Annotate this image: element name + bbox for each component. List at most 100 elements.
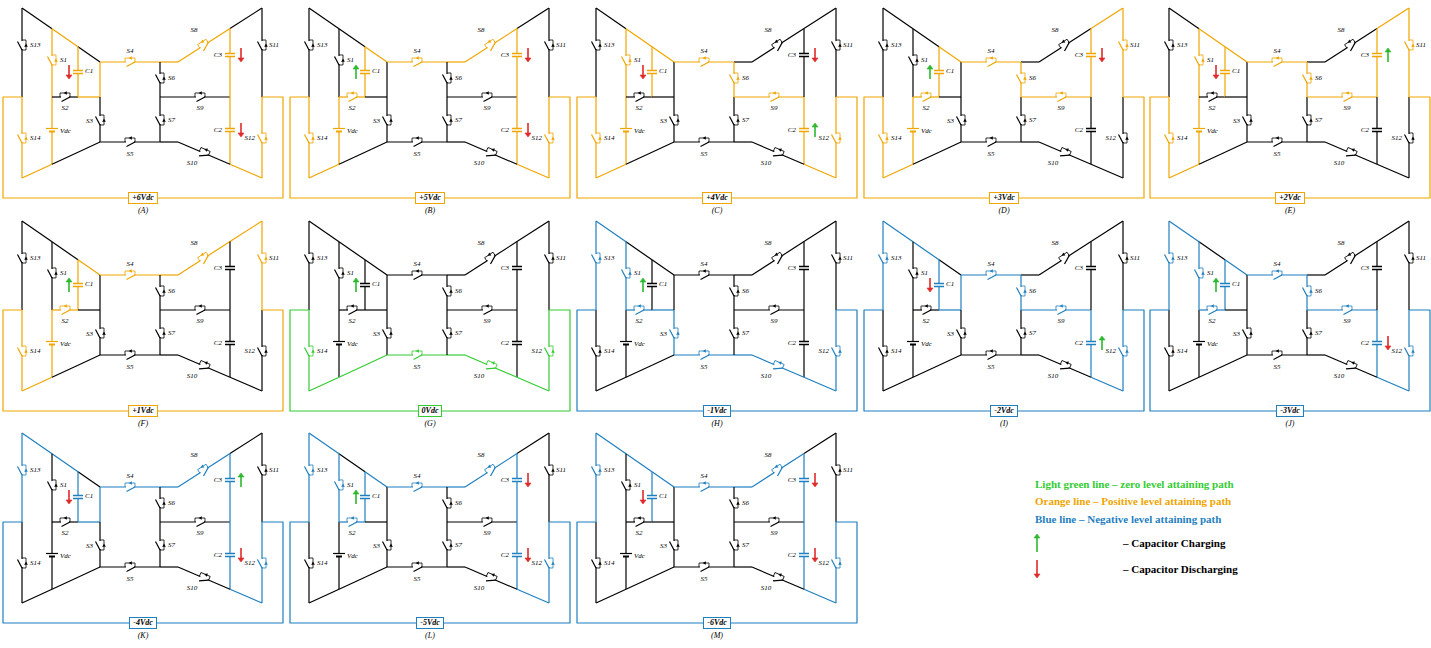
component-label: S7 xyxy=(455,330,462,337)
component-label: S14 xyxy=(317,560,328,567)
switch-blade xyxy=(488,468,498,476)
circuit-wire xyxy=(1091,8,1123,29)
circuit-wire xyxy=(1377,164,1409,178)
capacitor-symbol xyxy=(799,54,809,57)
diode-symbol xyxy=(389,332,393,335)
battery-symbol xyxy=(1193,128,1205,131)
diode-symbol xyxy=(449,502,453,505)
diode-symbol xyxy=(598,44,602,47)
switch-blade xyxy=(156,499,161,508)
switch-symbol xyxy=(592,253,602,263)
component-label: Vdc xyxy=(1207,341,1218,348)
circuit-wire xyxy=(938,260,939,310)
component-label: S9 xyxy=(1058,105,1065,112)
switch-symbol xyxy=(1303,328,1313,338)
component-label: S13 xyxy=(604,42,615,49)
diode-symbol xyxy=(24,257,28,260)
diode-symbol xyxy=(778,360,782,365)
switch-symbol xyxy=(485,146,498,159)
circuit-wire xyxy=(652,96,674,97)
switch-blade xyxy=(832,134,837,143)
component-label: S2 xyxy=(923,318,930,325)
circuit-wire xyxy=(52,29,78,47)
circuit-wire xyxy=(309,433,339,454)
circuit-wire xyxy=(1169,8,1199,29)
battery-short-plate xyxy=(623,343,629,345)
circuit-wire xyxy=(651,472,652,522)
diode-symbol xyxy=(54,484,58,487)
capacitor-plates xyxy=(647,284,657,287)
switch-symbol xyxy=(1345,359,1358,372)
capacitor-plates xyxy=(799,341,809,344)
switch-blade xyxy=(775,468,785,476)
capacitor-symbol xyxy=(1086,54,1096,57)
circuit-wire xyxy=(52,365,78,377)
capacitor-plates xyxy=(1372,128,1382,131)
charge-arrow-shaft xyxy=(814,548,816,559)
component-label: Vdc xyxy=(634,128,645,135)
component-label: S5 xyxy=(127,576,134,583)
component-label: S8 xyxy=(1052,240,1059,247)
diode-symbol xyxy=(264,562,268,565)
component-label: S2 xyxy=(62,105,69,112)
circuit-wire xyxy=(596,433,626,454)
circuit-wire xyxy=(595,310,596,391)
diode-symbol xyxy=(264,257,268,260)
diode-symbol xyxy=(885,257,889,260)
battery-symbol xyxy=(46,128,58,131)
circuit-wire xyxy=(673,522,674,567)
diode-bypass xyxy=(772,464,783,473)
component-label: C3 xyxy=(788,477,796,484)
switch-symbol xyxy=(305,133,315,143)
component-label: C3 xyxy=(1075,52,1083,59)
circuit-wire xyxy=(595,433,596,522)
switch-blade xyxy=(1165,134,1170,143)
diode-symbol xyxy=(1201,59,1205,62)
switch-symbol xyxy=(412,56,422,66)
diode-symbol xyxy=(102,332,106,335)
capacitor-symbol xyxy=(1372,54,1382,57)
diode-symbol xyxy=(703,56,706,60)
battery-symbol xyxy=(620,128,632,131)
legend-entry: Blue line – Negative level attaining pat… xyxy=(1035,514,1221,525)
switch-blade xyxy=(701,487,710,492)
circuit-wire xyxy=(447,141,465,142)
switch-blade xyxy=(1274,355,1283,360)
switch-blade xyxy=(636,310,645,315)
charge-arrow-head xyxy=(238,133,244,137)
circuit-wire xyxy=(626,577,652,589)
circuit-wire xyxy=(1122,310,1123,391)
circuit-wire xyxy=(1225,309,1247,310)
circuit-wire xyxy=(1169,164,1199,178)
switch-symbol xyxy=(258,465,268,475)
diode-bypass xyxy=(1346,148,1357,156)
circuit-wire xyxy=(835,97,836,178)
circuit-wire xyxy=(674,566,734,567)
component-label: S3 xyxy=(1233,331,1240,338)
circuit-wire xyxy=(386,97,387,142)
charge-arrow-shaft xyxy=(68,281,70,292)
switch-blade xyxy=(923,97,932,102)
circuit-wire xyxy=(308,221,309,310)
diode-bypass xyxy=(198,464,209,473)
circuit-wire xyxy=(674,354,734,355)
switch-symbol xyxy=(18,253,28,263)
component-label: S3 xyxy=(660,543,667,550)
charge-arrow-shaft xyxy=(355,281,357,292)
switch-symbol xyxy=(1056,304,1066,314)
circuit-wire xyxy=(100,486,160,487)
switch-blade xyxy=(486,152,496,159)
circuit-wire xyxy=(939,47,961,62)
circuit-wire xyxy=(339,96,365,97)
circuit-wire xyxy=(52,577,78,589)
switch-blade xyxy=(483,522,492,527)
circuit-wire xyxy=(960,275,961,310)
diode-symbol xyxy=(24,562,28,565)
switch-blade xyxy=(18,134,23,143)
switch-symbol xyxy=(1405,133,1415,143)
switch-symbol xyxy=(197,251,211,265)
switch-blade xyxy=(701,142,710,147)
circuit-wire xyxy=(160,274,178,275)
component-label: S9 xyxy=(484,530,491,537)
capacitor-plates xyxy=(799,479,809,482)
